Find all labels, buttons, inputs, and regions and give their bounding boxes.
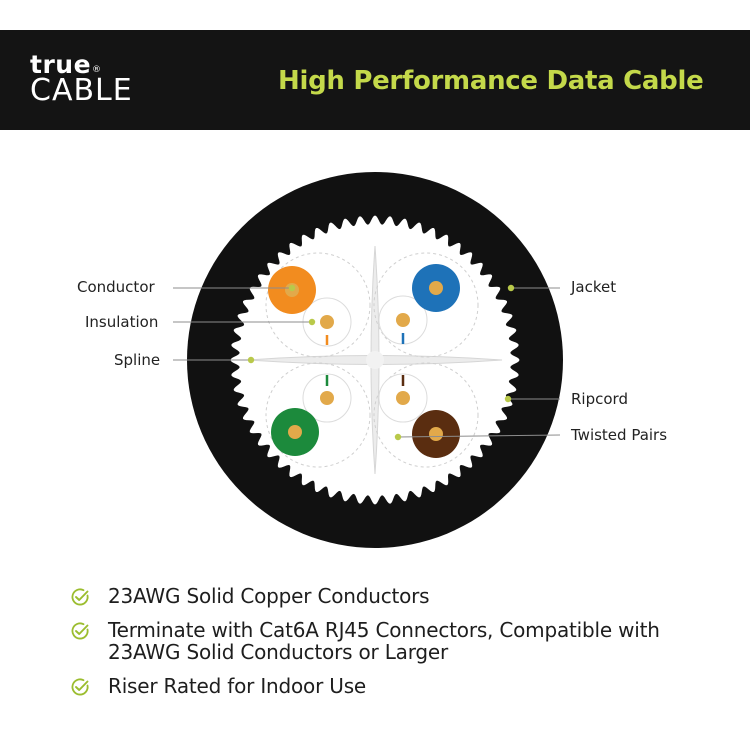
pair-brown [373, 362, 479, 468]
leader-line [397, 434, 561, 438]
leader-twisted-pairs [394, 433, 561, 441]
copper-conductor [429, 427, 443, 441]
truecable-logo: true® CABLE [30, 52, 133, 106]
leader-lines [173, 284, 561, 441]
cable-interior [247, 245, 503, 475]
logo-word-cable: CABLE [30, 73, 133, 108]
logo-registered-mark: ® [92, 65, 102, 75]
feature-text: 23AWG Solid Copper Conductors [108, 584, 430, 608]
leader-spline [173, 356, 255, 364]
check-circle-icon [71, 588, 89, 606]
copper-conductor [320, 391, 334, 405]
check-circle-icon [71, 622, 89, 640]
pair-boundary [265, 362, 371, 468]
leader-dot [288, 284, 296, 292]
leader-ripcord [504, 395, 560, 403]
feature-item: Riser Rated for Indoor Use [70, 675, 730, 697]
label-twisted-pairs: Twisted Pairs [571, 426, 668, 444]
leader-dot [504, 395, 512, 403]
spline-center [366, 351, 384, 369]
leader-dot [308, 318, 316, 326]
feature-text: Riser Rated for Indoor Use [108, 674, 367, 698]
leader-conductor [173, 284, 296, 292]
leader-dot [247, 356, 255, 364]
feature-list: 23AWG Solid Copper Conductors Terminate … [70, 585, 730, 709]
pair-boundary [373, 362, 479, 468]
header-bar [0, 30, 750, 130]
label-ripcord: Ripcord [571, 390, 628, 408]
pair-boundary [265, 252, 371, 358]
label-jacket: Jacket [571, 278, 617, 296]
pair-boundary [373, 252, 479, 358]
logo-word-true: true [30, 50, 92, 79]
label-spline: Spline [114, 351, 161, 369]
feature-text: Terminate with Cat6A RJ45 Connectors, Co… [108, 618, 660, 664]
feature-item: 23AWG Solid Copper Conductors [70, 585, 730, 607]
pair-green [265, 362, 371, 468]
leader-dot [394, 433, 402, 441]
copper-conductor [396, 313, 410, 327]
label-insulation: Insulation [85, 313, 159, 331]
copper-conductor [429, 281, 443, 295]
pair-orange [265, 252, 371, 358]
feature-item: Terminate with Cat6A RJ45 Connectors, Co… [70, 619, 730, 663]
copper-conductor [288, 425, 302, 439]
leader-dot [507, 284, 515, 292]
leader-jacket [507, 284, 560, 292]
copper-conductor [396, 391, 410, 405]
pair-blue [373, 252, 479, 358]
label-conductor: Conductor [77, 278, 155, 296]
check-circle-icon [71, 678, 89, 696]
page-title: High Performance Data Cable [278, 66, 704, 96]
leader-insulation [173, 318, 316, 326]
copper-conductor [320, 315, 334, 329]
